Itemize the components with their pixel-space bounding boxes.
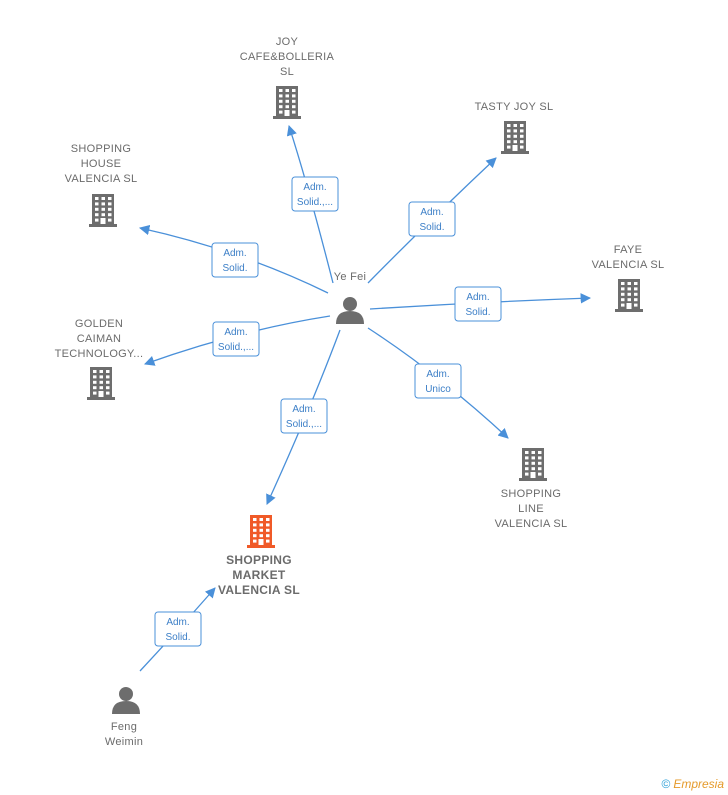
relation-label-line: Solid.,... [297,197,333,208]
company-name-line: LINE [518,503,544,515]
company-name-line: SHOPPING [71,143,131,155]
relation-label[interactable]: Adm. Solid. [211,242,259,278]
relation-label-line: Solid. [165,632,190,643]
building-icon [519,448,547,481]
company-name-line: VALENCIA SL [592,259,665,271]
relation-label[interactable]: Adm. Solid. [154,611,202,647]
relation-label[interactable]: Adm. Solid.,... [280,398,328,434]
company-node-golden[interactable] [87,367,115,400]
relation-label-line: Solid. [419,222,444,233]
company-node-shouse[interactable] [89,194,117,227]
company-node-smarket[interactable] [247,515,275,548]
building-icon [615,279,643,312]
relation-label-line: Adm. [166,617,189,628]
company-name-line: VALENCIA SL [218,583,300,597]
company-name-line: TASTY JOY SL [475,101,554,113]
relation-label[interactable]: Adm. Solid.,... [291,176,339,212]
relation-label-line: Adm. [420,207,443,218]
person-icon [336,297,364,324]
relation-label-line: Adm. [223,248,246,259]
person-name-line: Feng [111,721,137,733]
company-node-tasty[interactable] [501,121,529,154]
company-name-line: CAIMAN [77,333,122,345]
relation-label[interactable]: Adm. Solid. [454,286,502,322]
relation-label[interactable]: Adm. Unico [414,363,462,399]
person-node-feng[interactable] [112,687,140,714]
relation-label-line: Unico [425,384,451,395]
company-name-line: VALENCIA SL [65,173,138,185]
company-name-line: SL [280,66,294,78]
person-name-line: Weimin [105,736,143,748]
relation-label-line: Adm. [224,327,247,338]
company-node-joy[interactable] [273,86,301,119]
building-icon [89,194,117,227]
company-name-line: TECHNOLOGY... [55,348,144,360]
relation-label-line: Solid. [465,307,490,318]
person-node-ye[interactable] [336,297,364,324]
company-name-line: MARKET [232,568,285,582]
company-name-line: SHOPPING [226,553,292,567]
relation-label-line: Adm. [466,292,489,303]
company-name-line: CAFE&BOLLERIA [240,51,335,63]
copyright-icon: © [661,777,671,791]
relation-label-line: Adm. [426,369,449,380]
company-name-line: GOLDEN [75,318,123,330]
company-node-faye[interactable] [615,279,643,312]
company-name-line: VALENCIA SL [495,518,568,530]
person-name-line: Ye Fei [334,271,367,283]
building-icon [247,515,275,548]
company-name-line: HOUSE [81,158,122,170]
relation-label-line: Solid. [222,263,247,274]
company-node-sline[interactable] [519,448,547,481]
relation-label-line: Solid.,... [218,342,254,353]
relation-label-line: Adm. [303,182,326,193]
brand-name: Empresia [673,777,724,791]
footer-brand: ©Empresia [661,777,724,791]
company-name-line: SHOPPING [501,488,561,500]
building-icon [501,121,529,154]
person-icon [112,687,140,714]
relation-label[interactable]: Adm. Solid.,... [212,321,260,357]
company-name-line: JOY [276,36,299,48]
building-icon [273,86,301,119]
company-name-line: FAYE [614,244,643,256]
building-icon [87,367,115,400]
relation-label-line: Adm. [292,404,315,415]
relation-label-line: Solid.,... [286,419,322,430]
relation-label[interactable]: Adm. Solid. [408,201,456,237]
